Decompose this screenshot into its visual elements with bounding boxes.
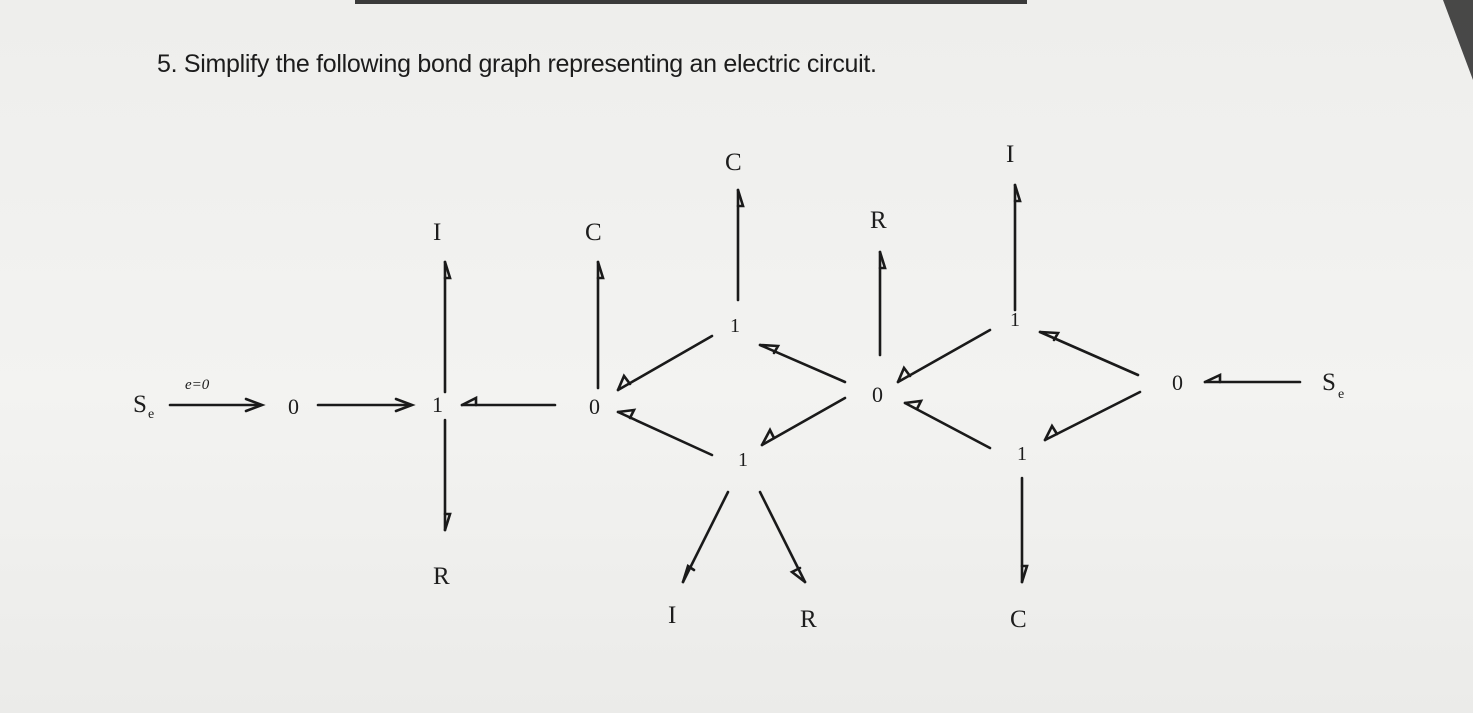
resistor-label-b: R: [433, 563, 450, 590]
bond-1upper-0c: [758, 343, 847, 384]
bond-1lower-0c: [760, 396, 847, 447]
bond-1lower-resistor: [758, 490, 807, 584]
bond-0c-1h: [903, 401, 992, 450]
source-left-subscript: e: [148, 407, 154, 422]
half-arrow-0i-1h: [1043, 423, 1059, 442]
half-arrow-1-resistor: [443, 512, 452, 532]
half-arrow-source-right: [1203, 372, 1222, 384]
junction-0-a: 0: [288, 394, 299, 419]
question-number: 5.: [157, 50, 178, 78]
bond-0c-1g: [896, 328, 992, 384]
half-arrow-1g-inertia: [1013, 183, 1022, 203]
half-arrow-0b-capacitor: [596, 260, 605, 280]
resistor-label-e: R: [800, 606, 817, 633]
half-arrow-0b-1lower: [616, 408, 637, 420]
half-arrow-1lower-inertia: [681, 563, 696, 584]
bond-0b-1upper: [616, 334, 714, 392]
half-arrow-0c-1h: [903, 399, 924, 411]
bond-0b-1lower: [616, 410, 714, 457]
bond-effort-annotation: e=0: [185, 377, 210, 393]
half-arrow-1-inertia: [443, 260, 452, 280]
capacitor-label-h: C: [1010, 606, 1027, 633]
half-arrow-0-1: [394, 397, 416, 413]
junction-1-d: 1: [730, 315, 740, 337]
junction-1-h: 1: [1017, 443, 1027, 465]
half-arrow-1lower-0c: [760, 427, 776, 447]
resistor-label-f: R: [870, 207, 887, 234]
junction-1-b: 1: [432, 392, 443, 417]
junction-1-e: 1: [738, 449, 748, 471]
capacitor-label-d: C: [725, 149, 742, 176]
half-arrow-1upper-0c: [758, 343, 781, 355]
bond-1g-0i: [1038, 330, 1140, 377]
bonds: [168, 183, 1302, 584]
half-arrow-0c-resistor: [878, 250, 887, 270]
half-arrow-1h-capacitor: [1020, 564, 1029, 584]
source-left-label: S: [133, 391, 147, 418]
capacitor-label-c: C: [585, 219, 602, 246]
source-right-label: S: [1322, 369, 1336, 396]
page-corner-shadow: [1443, 0, 1473, 80]
half-arrow-source-left: [244, 397, 266, 413]
element-labels: S e e=0 0 1 I R 0 C 1 C 1 I R 0 R 1 I 1 …: [133, 141, 1344, 633]
question-text: 5. Simplify the following bond graph rep…: [157, 50, 877, 79]
inertia-label-b: I: [433, 219, 441, 246]
inertia-label-e: I: [668, 602, 676, 629]
half-arrow-0b-1: [460, 395, 478, 407]
junction-0-f: 0: [872, 382, 883, 407]
half-arrow-1g-0c: [896, 365, 912, 384]
source-right-subscript: e: [1338, 387, 1344, 402]
bond-1h-0i: [1043, 390, 1142, 442]
junction-0-i: 0: [1172, 370, 1183, 395]
question-body: Simplify the following bond graph repres…: [183, 50, 877, 78]
half-arrow-1lower-resistor: [789, 566, 807, 584]
junction-0-c: 0: [589, 394, 600, 419]
half-arrow-1upper-capacitor: [736, 188, 745, 208]
half-arrow-1upper-0b: [616, 373, 632, 392]
junction-1-g: 1: [1010, 309, 1020, 331]
half-arrow-0i-1g: [1038, 330, 1061, 342]
top-underline: [355, 0, 1027, 4]
inertia-label-g: I: [1006, 141, 1014, 168]
